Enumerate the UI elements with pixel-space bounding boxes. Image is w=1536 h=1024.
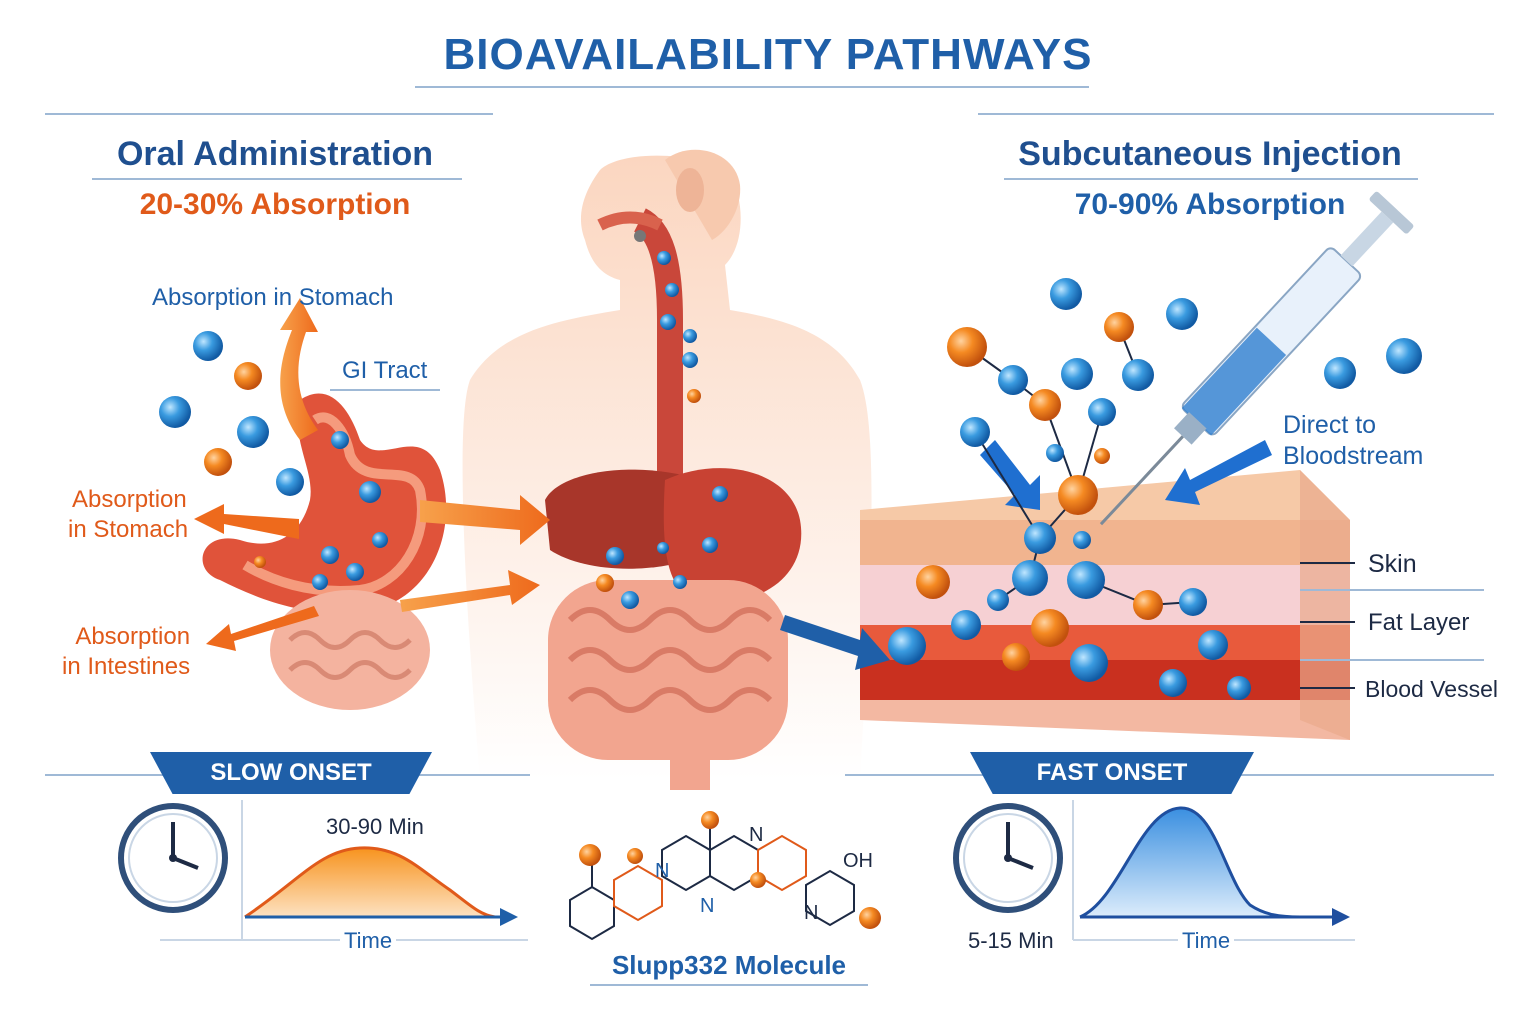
label-absorption-stomach-top: Absorption in Stomach xyxy=(152,284,394,311)
oral-heading: Oral Administration xyxy=(116,135,434,173)
injection-heading: Subcutaneous Injection xyxy=(1018,135,1402,173)
arrow-to-skin xyxy=(780,615,890,670)
arrow-injection-left xyxy=(980,440,1040,510)
label-absorption-stomach-line2: in Stomach xyxy=(68,516,189,543)
skin-layers xyxy=(860,470,1350,740)
label-absorption-stomach: Absorption in Stomach xyxy=(68,485,188,545)
slow-onset-time: 30-90 Min xyxy=(326,814,424,839)
label-direct-bloodstream: Direct to Bloodstream xyxy=(1283,410,1423,472)
molecules-center xyxy=(596,230,728,609)
right-divider xyxy=(978,113,1494,115)
molecule-atoms xyxy=(579,811,881,929)
slow-onset-banner: SLOW ONSET xyxy=(150,752,432,794)
arrow-to-stomach xyxy=(420,495,550,545)
atom-oh: OH xyxy=(843,850,873,872)
label-absorption-intestines: Absorption in Intestines xyxy=(62,622,190,682)
atom-n-right: N xyxy=(804,902,819,924)
label-gi-tract: GI Tract xyxy=(342,357,428,384)
arrow-to-intestines xyxy=(400,570,540,612)
molecule-label: Slupp332 Molecule xyxy=(611,950,847,980)
atom-n-bottom: N xyxy=(700,895,715,917)
fast-onset-time: 5-15 Min xyxy=(968,928,1054,953)
label-absorption-intestines-line1: Absorption xyxy=(75,623,191,650)
center-stomach xyxy=(663,468,802,602)
atom-n-left: N xyxy=(655,860,670,882)
fast-onset-curve xyxy=(1072,800,1355,941)
fast-onset-banner: FAST ONSET xyxy=(970,752,1254,794)
oral-absorption: 20-30% Absorption xyxy=(139,188,411,221)
label-direct-line1: Direct to xyxy=(1283,411,1377,439)
syringe xyxy=(1099,191,1414,526)
slow-onset-curve xyxy=(160,800,528,941)
slow-axis-label: Time xyxy=(340,928,397,954)
arrow-up xyxy=(280,298,318,440)
arrow-injection-right xyxy=(1165,440,1272,505)
label-direct-line2: Bloodstream xyxy=(1283,442,1424,470)
clock-icon-fast xyxy=(953,803,1063,913)
clock-icon-slow xyxy=(118,803,228,913)
arrow-intestines-left xyxy=(206,606,319,651)
injection-absorption: 70-90% Absorption xyxy=(1074,188,1346,221)
page-title: BIOAVAILABILITY PATHWAYS xyxy=(443,30,1093,79)
title-underline xyxy=(415,86,1089,88)
label-absorption-stomach-line1: Absorption xyxy=(72,486,187,513)
molecules-left xyxy=(159,331,388,590)
fast-axis-label: Time xyxy=(1178,928,1235,954)
oral-heading-rule xyxy=(92,178,462,180)
injection-heading-rule xyxy=(1004,178,1418,180)
left-divider xyxy=(45,113,493,115)
atom-n-top: N xyxy=(749,824,764,846)
label-fat-layer: Fat Layer xyxy=(1368,609,1470,636)
label-skin: Skin xyxy=(1368,550,1417,578)
arrow-stomach-left xyxy=(194,504,299,539)
molecules-right-atoms xyxy=(888,278,1422,700)
center-intestines xyxy=(548,580,788,790)
label-absorption-intestines-line2: in Intestines xyxy=(62,653,191,680)
label-blood-vessel: Blood Vessel xyxy=(1365,676,1498,702)
